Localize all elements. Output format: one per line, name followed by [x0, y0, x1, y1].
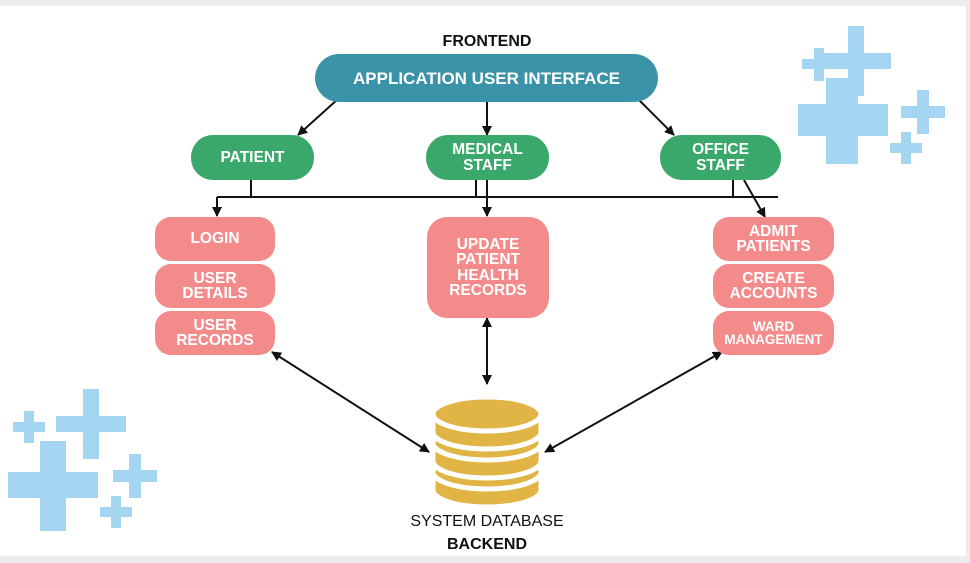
- medical-staff-node: MEDICAL STAFF: [426, 135, 549, 180]
- plus-decoration-top-right-icon: [798, 26, 945, 164]
- user-details-node: USER DETAILS: [155, 264, 275, 308]
- backend-label: BACKEND: [447, 536, 527, 553]
- plus-decoration-bottom-left-icon: [8, 389, 157, 531]
- arrow-ui-to-patient: [297, 98, 339, 136]
- diagram-graphics: [8, 26, 945, 531]
- patient-node: PATIENT: [191, 135, 314, 180]
- system-database-label: SYSTEM DATABASE: [410, 513, 564, 530]
- diagram-canvas: FRONTEND APPLICATION USER INTERFACE PATI…: [0, 6, 966, 556]
- arrow-ui-to-office: [637, 98, 675, 136]
- application-user-interface-node: APPLICATION USER INTERFACE: [315, 54, 658, 102]
- office-staff-node: OFFICE STAFF: [660, 135, 781, 180]
- login-node: LOGIN: [155, 217, 275, 261]
- user-records-node: USER RECORDS: [155, 311, 275, 355]
- connectors: [212, 98, 778, 453]
- database-icon: [430, 394, 544, 510]
- update-patient-health-records-node: UPDATE PATIENT HEALTH RECORDS: [427, 217, 549, 318]
- ward-management-node: WARD MANAGEMENT: [713, 311, 834, 355]
- admit-patients-node: ADMIT PATIENTS: [713, 217, 834, 261]
- arrow-office-to-admit: [743, 179, 766, 218]
- arrow-ward-to-database: [544, 351, 723, 453]
- arrow-records-to-database: [271, 351, 430, 453]
- frontend-label: FRONTEND: [442, 33, 532, 50]
- create-accounts-node: CREATE ACCOUNTS: [713, 264, 834, 308]
